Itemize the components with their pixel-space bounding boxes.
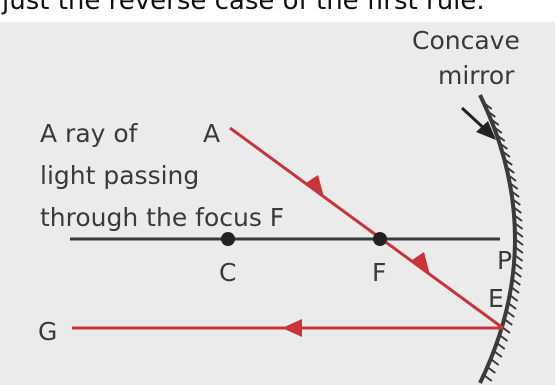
incident-ray-arrow-2 — [412, 252, 430, 275]
mirror-hatch — [496, 342, 506, 350]
mirror-hatch — [514, 238, 524, 246]
mirror-hatch — [483, 374, 493, 382]
point-a-label: A — [203, 119, 220, 148]
mirror-hatch — [486, 366, 496, 374]
point-p-label: P — [497, 246, 512, 275]
mirror-hatch — [498, 334, 509, 342]
mirror-hatch — [511, 198, 521, 206]
mirror-hatch — [510, 286, 520, 294]
point-e-label: E — [488, 284, 504, 313]
mirror-hatch — [512, 206, 522, 214]
caption-text: just the reverse case of the first rule. — [2, 0, 485, 16]
mirror-label-line2: mirror — [438, 61, 515, 90]
mirror-hatch — [507, 302, 517, 310]
reflected-ray-arrow — [282, 319, 302, 337]
mirror-hatch — [514, 230, 524, 238]
mirror-hatch — [503, 158, 513, 166]
mirror-hatch — [493, 126, 503, 134]
focus-dot — [373, 232, 387, 246]
mirror-hatch — [507, 174, 517, 182]
mirror-hatch — [512, 270, 522, 278]
mirror-pointer-arrowhead — [476, 121, 496, 140]
center-of-curvature-dot — [221, 232, 235, 246]
mirror-hatch — [513, 222, 524, 230]
mirror-hatch — [498, 142, 509, 150]
ray-label-line3: through the focus F — [40, 203, 284, 232]
point-g-label: G — [38, 317, 57, 346]
diagram-background — [0, 22, 555, 385]
mirror-hatch — [493, 350, 503, 358]
incident-ray — [229, 126, 504, 330]
mirror-hatch — [501, 150, 511, 158]
mirror-hatch — [513, 262, 523, 270]
point-f-label: F — [372, 258, 386, 287]
mirror-hatch — [490, 358, 500, 366]
mirror-hatch — [509, 294, 519, 302]
mirror-hatch — [511, 278, 521, 286]
mirror-hatch — [483, 102, 493, 110]
mirror-hatch — [503, 318, 513, 326]
caption-strip: just the reverse case of the first rule. — [0, 0, 555, 22]
ray-label-line2: light passing — [40, 161, 199, 190]
incident-ray-arrow-1 — [306, 175, 324, 197]
mirror-hatch — [496, 134, 506, 142]
mirror-hatch — [510, 190, 520, 198]
mirror-hatch — [505, 310, 515, 318]
mirror-hatch — [513, 214, 523, 222]
mirror-label-line1: Concave — [412, 26, 520, 55]
mirror-hatching — [483, 102, 524, 382]
mirror-hatch — [514, 246, 524, 254]
mirror-hatch — [513, 254, 524, 262]
mirror-hatch — [505, 166, 515, 174]
ray-label-line1: A ray of — [40, 119, 139, 148]
mirror-hatch — [486, 110, 496, 118]
mirror-hatch — [501, 326, 511, 334]
point-c-label: C — [219, 258, 236, 287]
mirror-hatch — [490, 118, 500, 126]
mirror-hatch — [509, 182, 519, 190]
